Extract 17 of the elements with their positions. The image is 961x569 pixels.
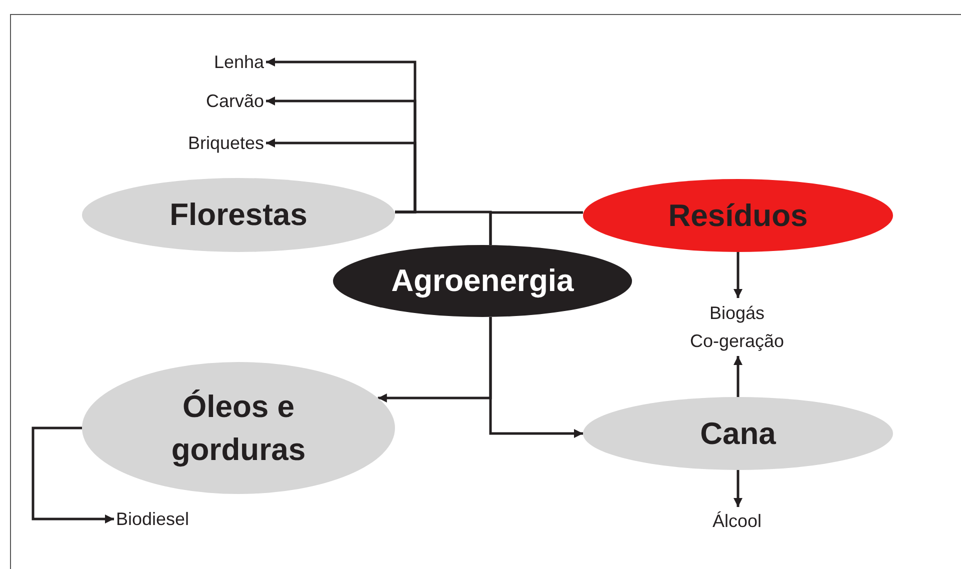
node-label: Florestas [168,196,308,234]
connector-arrow [734,470,742,507]
node-label: Óleos e gorduras [170,388,307,469]
output-label: Álcool [712,510,762,533]
connector-arrow [734,356,742,397]
connector-arrow [489,317,583,438]
output-label: Biogás Co-geração [688,302,786,353]
connector-arrow [266,138,416,214]
node-label: Resíduos [667,196,809,235]
connector-arrow [734,252,742,298]
output-label: Carvão [206,90,264,113]
node-label: Cana [699,414,777,453]
connector-arrow [32,426,114,524]
output-label: Biodiesel [116,508,190,531]
node-label: Agroenergia [390,262,575,300]
output-label: Briquetes [188,132,264,155]
output-label: Lenha [214,51,264,74]
